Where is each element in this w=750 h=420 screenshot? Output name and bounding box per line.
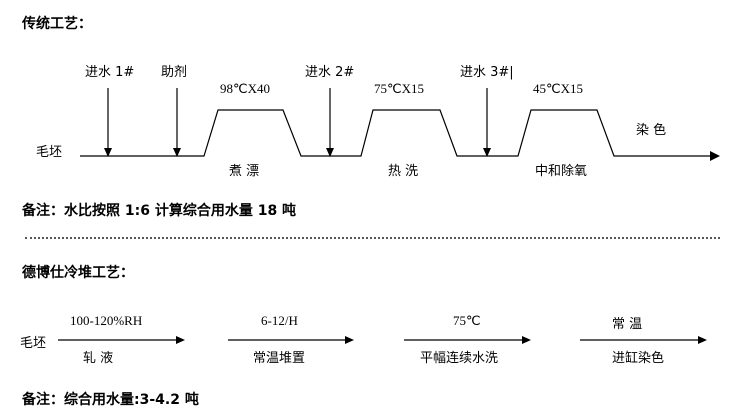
step-name-dyeing: 进缸染色 [612,351,665,366]
input-label-auxiliary: 助剂 [161,65,188,80]
stage-name-neutralize-deoxidize: 中和除氧 [535,164,588,179]
input-arrowhead [173,148,181,157]
step-name-padding: 轧 液 [83,351,114,366]
input-label-water-2: 进水 2# [305,65,355,80]
stage-name-hot-wash: 热 洗 [388,164,419,179]
step-arrowhead [522,336,531,344]
step-name-open-width-washing: 平幅连续水洗 [420,351,499,366]
input-arrowhead [326,148,334,157]
cold-pad-start-label: 毛坯 [20,336,47,351]
cold-pad-process-title: 德博仕冷堆工艺： [22,265,134,281]
step-name-batching: 常温堆置 [253,351,306,366]
step-arrowhead [345,336,354,344]
stage-condition-hot-wash: 75℃X15 [374,81,424,96]
input-label-water-3: 进水 3#| [460,65,514,80]
input-label-water-1: 进水 1# [85,65,135,80]
end-stage-label: 染 色 [636,123,667,138]
step-condition-washing: 75℃ [453,313,481,328]
start-material-label: 毛坯 [36,145,63,160]
cold-pad-note: 备注：综合用水量:3-4.2 吨 [22,392,199,408]
input-arrowhead [104,148,112,157]
step-arrowhead [176,336,185,344]
temperature-profile-line [80,109,712,157]
step-condition-room-temp: 常 温 [612,317,643,332]
end-arrowhead [710,151,720,161]
step-condition-padding: 100-120%RH [70,313,143,328]
step-condition-batching: 6-12/H [261,313,298,328]
stage-condition-scour-bleach: 98℃X40 [220,81,270,96]
section-divider [25,237,720,239]
stage-condition-neutralize: 45℃X15 [533,81,583,96]
traditional-note: 备注：水比按照 1:6 计算综合用水量 18 吨 [22,203,297,219]
step-arrowhead [698,336,707,344]
traditional-process-title: 传统工艺： [22,16,92,32]
input-arrowhead [483,148,491,157]
stage-name-scour-bleach: 煮 漂 [229,164,260,179]
